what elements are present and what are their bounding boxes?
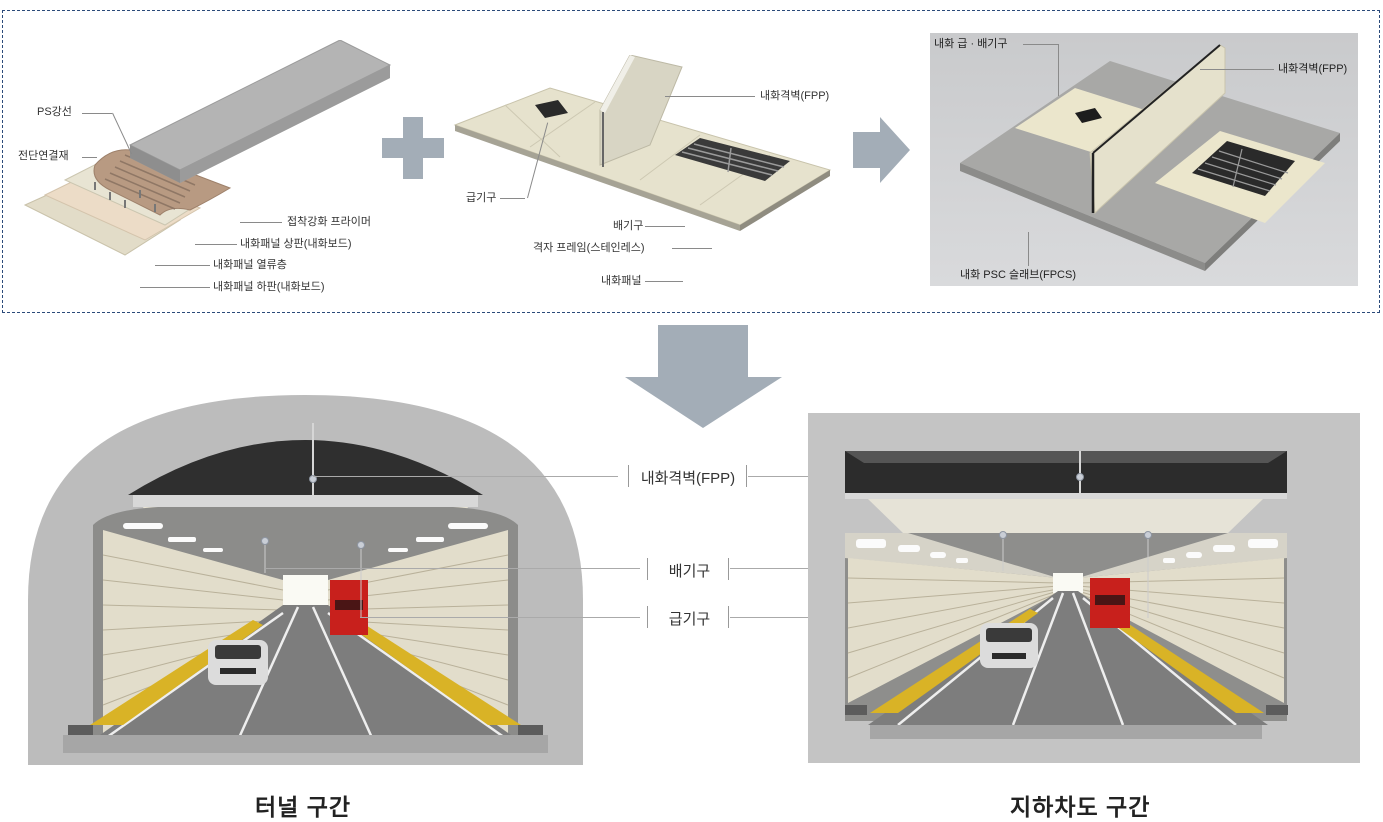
leader-exhaust-left: [265, 568, 640, 569]
bracket-fpp-left: [628, 465, 629, 487]
leader-shear-connector: [82, 157, 97, 158]
leader-supply-left: [360, 617, 640, 618]
bracket-exhaust-left: [647, 558, 648, 580]
label-fpcs: 내화 PSC 슬래브(FPCS): [960, 269, 1076, 281]
center-label-fpp: 내화격벽(FPP): [640, 470, 736, 487]
label-exhaust-vent: 배기구: [613, 220, 644, 232]
arrow-right-icon: [853, 117, 910, 183]
panel-diagram-illustration: [453, 54, 832, 231]
label-ps-strand: PS강선: [37, 106, 72, 118]
leader-fpp-assembled: [1200, 69, 1274, 70]
caption-underpass: 지하차도 구간: [1010, 794, 1151, 820]
fpp-marker-dot-underpass: [1076, 473, 1084, 481]
leader-supply-vent: [500, 198, 525, 199]
assembled-diagram: [930, 33, 1358, 286]
supply-marker-dot: [357, 541, 365, 549]
label-fpp-assembled: 내화격벽(FPP): [1278, 63, 1348, 75]
exhaust-marker-dot: [261, 537, 269, 545]
leader-fire-vent: [1023, 44, 1058, 45]
plus-icon: [382, 117, 444, 179]
leader-fpp-left: [313, 476, 618, 477]
fpp-marker-dot: [309, 475, 317, 483]
label-panel-insulation: 내화패널 열류층: [213, 259, 287, 271]
caption-tunnel: 터널 구간: [255, 794, 352, 820]
bracket-fpp-right: [746, 465, 747, 487]
label-shear-connector: 전단연결재: [18, 150, 69, 162]
label-panel-bottom: 내화패널 하판(내화보드): [213, 281, 325, 293]
layer-diagram: [20, 39, 400, 300]
leader-panel-top: [195, 244, 237, 245]
leader-panel-insulation: [155, 265, 210, 266]
leader-grid-frame: [672, 248, 712, 249]
center-label-exhaust: 배기구: [668, 563, 711, 580]
bracket-supply-right: [728, 606, 729, 628]
panel-diagram: [450, 54, 840, 255]
top-process-panel: [2, 10, 1380, 313]
supply-marker-dot-underpass: [1144, 531, 1152, 539]
label-fire-panel: 내화패널: [601, 275, 642, 287]
label-panel-top: 내화패널 상판(내화보드): [240, 238, 352, 250]
leader-fpcs-v: [1028, 232, 1029, 266]
label-supply-vent: 급기구: [466, 192, 497, 204]
leader-ps-strand: [82, 113, 112, 114]
leader-fire-vent-v: [1058, 44, 1059, 96]
bracket-supply-left: [647, 606, 648, 628]
assembled-diagram-illustration: [960, 44, 1340, 271]
leader-fire-panel: [645, 281, 683, 282]
leader-adhesion-primer: [240, 222, 282, 223]
label-grid-frame: 격자 프레임(스테인레스): [533, 242, 645, 254]
exhaust-marker-dot-underpass: [999, 531, 1007, 539]
leader-panel-bottom: [140, 287, 210, 288]
label-adhesion-primer: 접착강화 프라이머: [287, 216, 372, 228]
underpass-section-illustration: [808, 413, 1360, 763]
tunnel-section-illustration: [28, 395, 583, 765]
leader-fpp-panel: [665, 96, 755, 97]
leader-exhaust-vent: [645, 226, 685, 227]
label-fpp-panel: 내화격벽(FPP): [760, 90, 830, 102]
arrow-down-icon: [625, 325, 782, 428]
center-label-supply: 급기구: [668, 611, 711, 628]
label-fire-vent: 내화 급 · 배기구: [934, 38, 1008, 50]
layer-diagram-illustration: [23, 39, 392, 256]
bracket-exhaust-right: [728, 558, 729, 580]
